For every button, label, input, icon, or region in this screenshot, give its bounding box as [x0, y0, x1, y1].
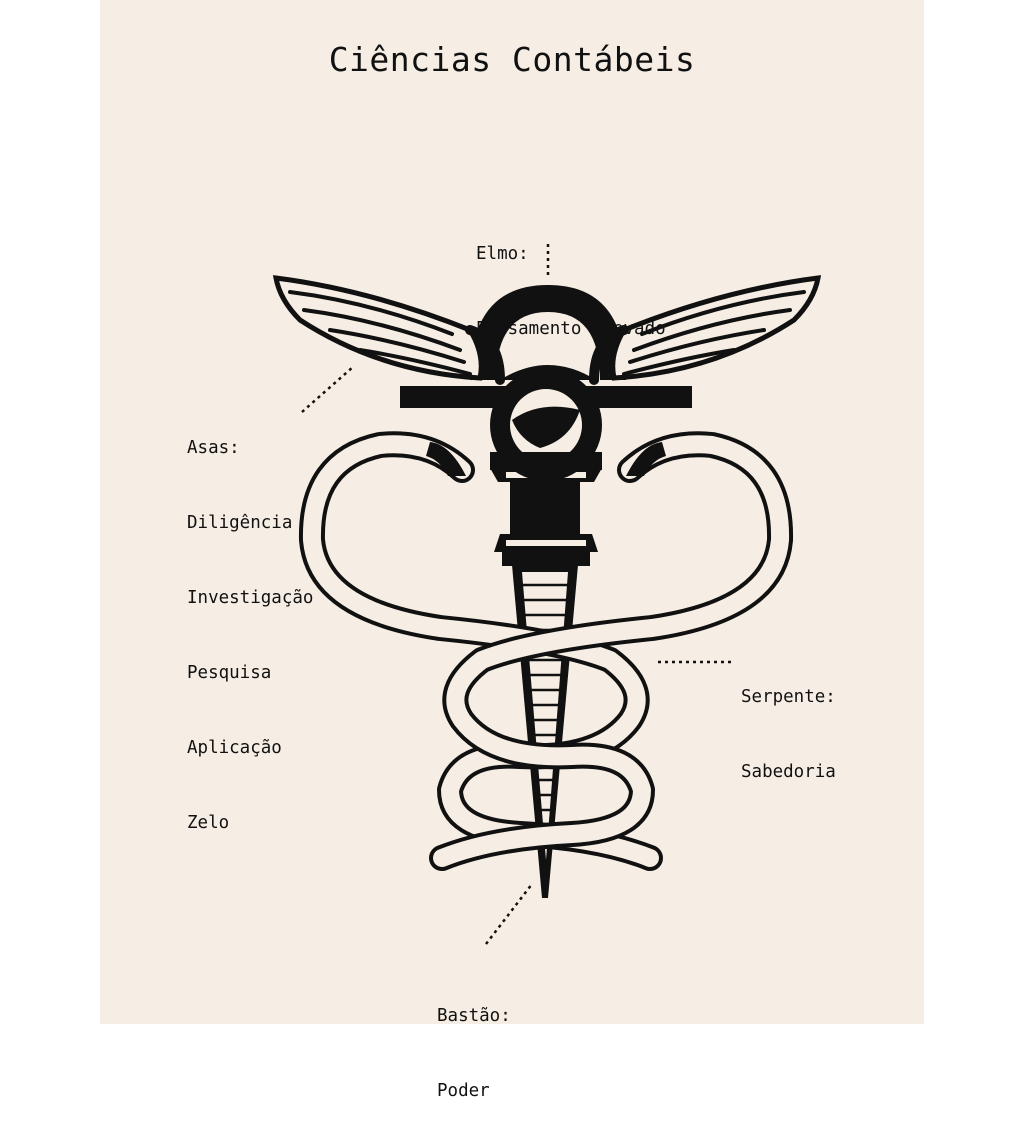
right-wing-icon: [589, 275, 822, 385]
serpent-meaning: Sabedoria: [741, 762, 836, 782]
crossbar-icon: [400, 369, 692, 481]
staff-meaning: Poder: [437, 1081, 490, 1101]
left-wing-icon: [272, 275, 505, 385]
serpent-icon: [298, 431, 794, 871]
helmet-meaning: Pensamento elevado: [476, 319, 666, 339]
wings-meaning: Diligência: [187, 513, 293, 533]
staff-label: Bastão: Poder: [437, 954, 511, 1129]
wings-meaning: Aplicação: [187, 738, 282, 758]
wings-leader-line: [301, 365, 355, 413]
serpent-label: Serpente: Sabedoria: [741, 635, 836, 810]
serpent-heading: Serpente:: [741, 687, 836, 707]
leader-lines: [301, 244, 734, 945]
caduceus-emblem: [272, 244, 822, 945]
staff-leader-line: [485, 883, 533, 945]
wings-meaning: Zelo: [187, 813, 230, 833]
staff-heading: Bastão:: [437, 1006, 511, 1026]
wings-heading: Asas:: [187, 438, 240, 458]
helmet-label: Elmo: Pensamento elevado: [476, 192, 666, 367]
helmet-heading: Elmo:: [476, 244, 529, 264]
wings-meaning: Pesquisa: [187, 663, 272, 683]
wings-meaning: Investigação: [187, 588, 314, 608]
helmet-icon: [470, 285, 626, 380]
page-title: Ciências Contábeis: [328, 40, 696, 79]
wings-label: Asas: Diligência Investigação Pesquisa A…: [187, 386, 313, 861]
